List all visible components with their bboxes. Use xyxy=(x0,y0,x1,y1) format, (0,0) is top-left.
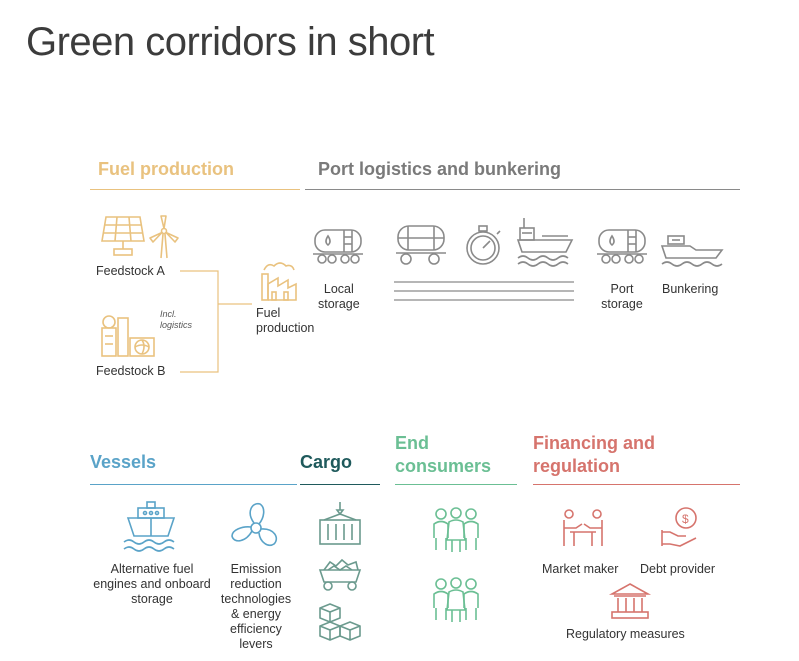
local-storage-line-1: Local xyxy=(323,282,354,296)
emission-line-3: technologies xyxy=(220,592,292,606)
financing-line-1: Financing and xyxy=(533,433,656,453)
people-group-icon-2 xyxy=(433,577,479,622)
boxes-icon xyxy=(319,603,361,641)
debt-provider-label: Debt provider xyxy=(640,562,716,576)
local-storage-label: Local storage xyxy=(318,282,360,312)
fuel-production-line-2: production xyxy=(256,321,315,335)
vessels-heading: Vessels xyxy=(90,452,157,472)
propeller-icon xyxy=(231,502,278,547)
vessel-ship-icon xyxy=(123,501,176,552)
port-storage-label: Port storage xyxy=(598,282,646,312)
feedstock-connector xyxy=(180,270,252,373)
end-consumers-line-2: consumers xyxy=(395,456,492,476)
bunker-vessel-icon xyxy=(660,235,724,267)
cargo-heading: Cargo xyxy=(300,452,353,472)
fuel-production-line-1: Fuel xyxy=(256,306,281,320)
page-title: Green corridors in short xyxy=(26,20,435,64)
money-hand-icon: $ xyxy=(661,507,697,547)
fuel-production-label: Fuel production xyxy=(256,306,314,336)
stopwatch-icon xyxy=(466,225,501,265)
market-maker-label: Market maker xyxy=(542,562,619,576)
local-storage-tank-car-icon xyxy=(313,229,363,264)
feedstock-b-label: Feedstock B xyxy=(96,364,166,378)
solar-panel-icon xyxy=(101,216,145,256)
cargo-divider xyxy=(300,484,380,485)
financing-heading: Financing and regulation xyxy=(533,432,655,478)
emission-line-4: & energy xyxy=(230,607,282,621)
emission-line-2: reduction xyxy=(230,577,282,591)
emission-line-5: efficiency xyxy=(230,622,282,636)
biomass-plant-icon xyxy=(101,315,155,357)
end-consumers-line-1: End xyxy=(395,433,429,453)
emission-reduction-label: Emission reduction technologies & energy… xyxy=(216,562,296,652)
vessels-divider xyxy=(90,484,297,485)
wind-turbine-icon xyxy=(149,215,179,259)
bulk-cargo-icon xyxy=(318,558,362,591)
regulatory-measures-label: Regulatory measures xyxy=(566,627,685,641)
emission-line-1: Emission xyxy=(230,562,282,576)
handshake-table-icon xyxy=(563,509,603,546)
factory-icon xyxy=(261,262,297,301)
feedstock-a-label: Feedstock A xyxy=(96,264,165,278)
alt-fuel-line-3: storage xyxy=(131,592,173,606)
port-storage-line-2: storage xyxy=(601,297,643,311)
government-building-icon xyxy=(608,583,652,619)
financing-divider xyxy=(533,484,740,485)
end-consumers-heading: End consumers xyxy=(395,432,491,478)
fuel-production-heading: Fuel production xyxy=(98,159,234,179)
svg-text:$: $ xyxy=(682,512,689,526)
alt-fuel-line-2: engines and onboard xyxy=(93,577,211,591)
incl-logistics-note: Incl. logistics xyxy=(160,309,192,331)
incl-logistics-line-2: logistics xyxy=(160,320,193,330)
financing-line-2: regulation xyxy=(533,456,621,476)
alternative-fuel-label: Alternative fuel engines and onboard sto… xyxy=(88,562,216,607)
container-icon xyxy=(319,502,361,545)
tank-truck-icon xyxy=(396,225,446,265)
incl-logistics-line-1: Incl. xyxy=(160,309,177,319)
ship-icon xyxy=(516,218,574,267)
local-storage-line-2: storage xyxy=(318,297,360,311)
port-storage-tank-car-icon xyxy=(597,229,647,264)
emission-line-6: levers xyxy=(239,637,273,651)
bunkering-label: Bunkering xyxy=(662,282,719,296)
end-consumers-divider xyxy=(395,484,517,485)
port-logistics-divider xyxy=(305,189,740,190)
fuel-production-divider xyxy=(90,189,300,190)
port-storage-line-1: Port xyxy=(610,282,634,296)
port-logistics-lines xyxy=(394,281,574,301)
port-logistics-heading: Port logistics and bunkering xyxy=(318,159,562,179)
people-group-icon-1 xyxy=(433,507,479,552)
alt-fuel-line-1: Alternative fuel xyxy=(110,562,194,576)
